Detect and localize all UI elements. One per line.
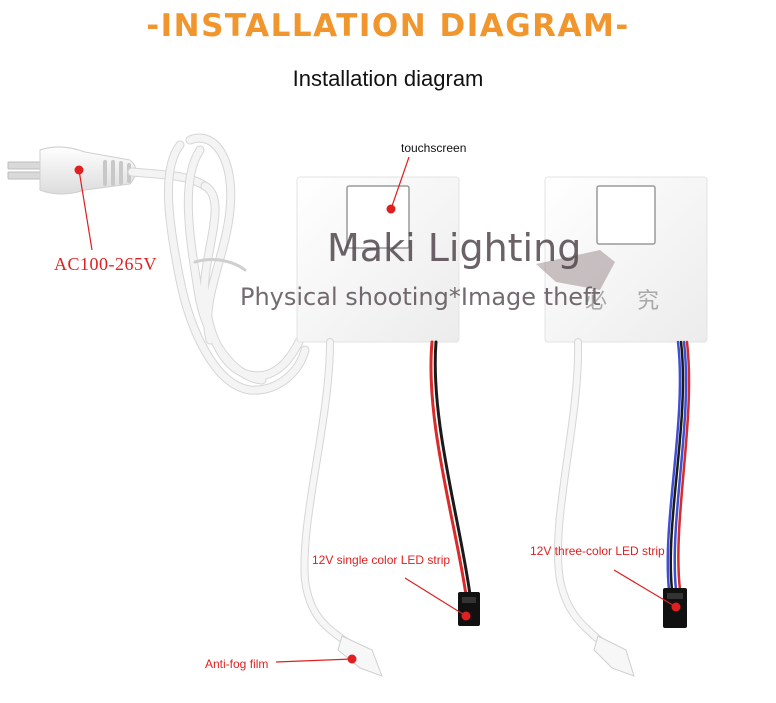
callout-lines	[78, 156, 677, 663]
watermark-cjk: 必究	[585, 289, 690, 314]
left-touch-switch	[296, 176, 460, 343]
single-color-connector	[458, 592, 480, 626]
three-color-strip-label: 12V three-color LED strip	[530, 544, 665, 558]
anti-fog-film-label: Anti-fog film	[205, 657, 269, 671]
anti-fog-cables	[300, 338, 614, 654]
watermark-smudge	[536, 250, 615, 290]
single-color-wire	[429, 340, 472, 597]
right-touch-switch	[544, 176, 708, 343]
watermark-brand: Maki Lighting	[327, 226, 582, 270]
single-color-strip-label: 12V single color LED strip	[312, 553, 451, 567]
three-color-wire	[666, 340, 691, 592]
watermark-note: Physical shooting*Image theft	[240, 283, 601, 311]
ac-voltage-label: AC100-265V	[54, 254, 157, 274]
page-subtitle: Installation diagram	[292, 66, 484, 91]
three-color-connector	[663, 588, 687, 628]
power-cable	[127, 133, 310, 395]
page-title: -INSTALLATION DIAGRAM-	[146, 8, 630, 44]
touchscreen-label: touchscreen	[401, 141, 467, 155]
anti-fog-connectors	[337, 635, 635, 677]
power-plug	[7, 146, 137, 195]
